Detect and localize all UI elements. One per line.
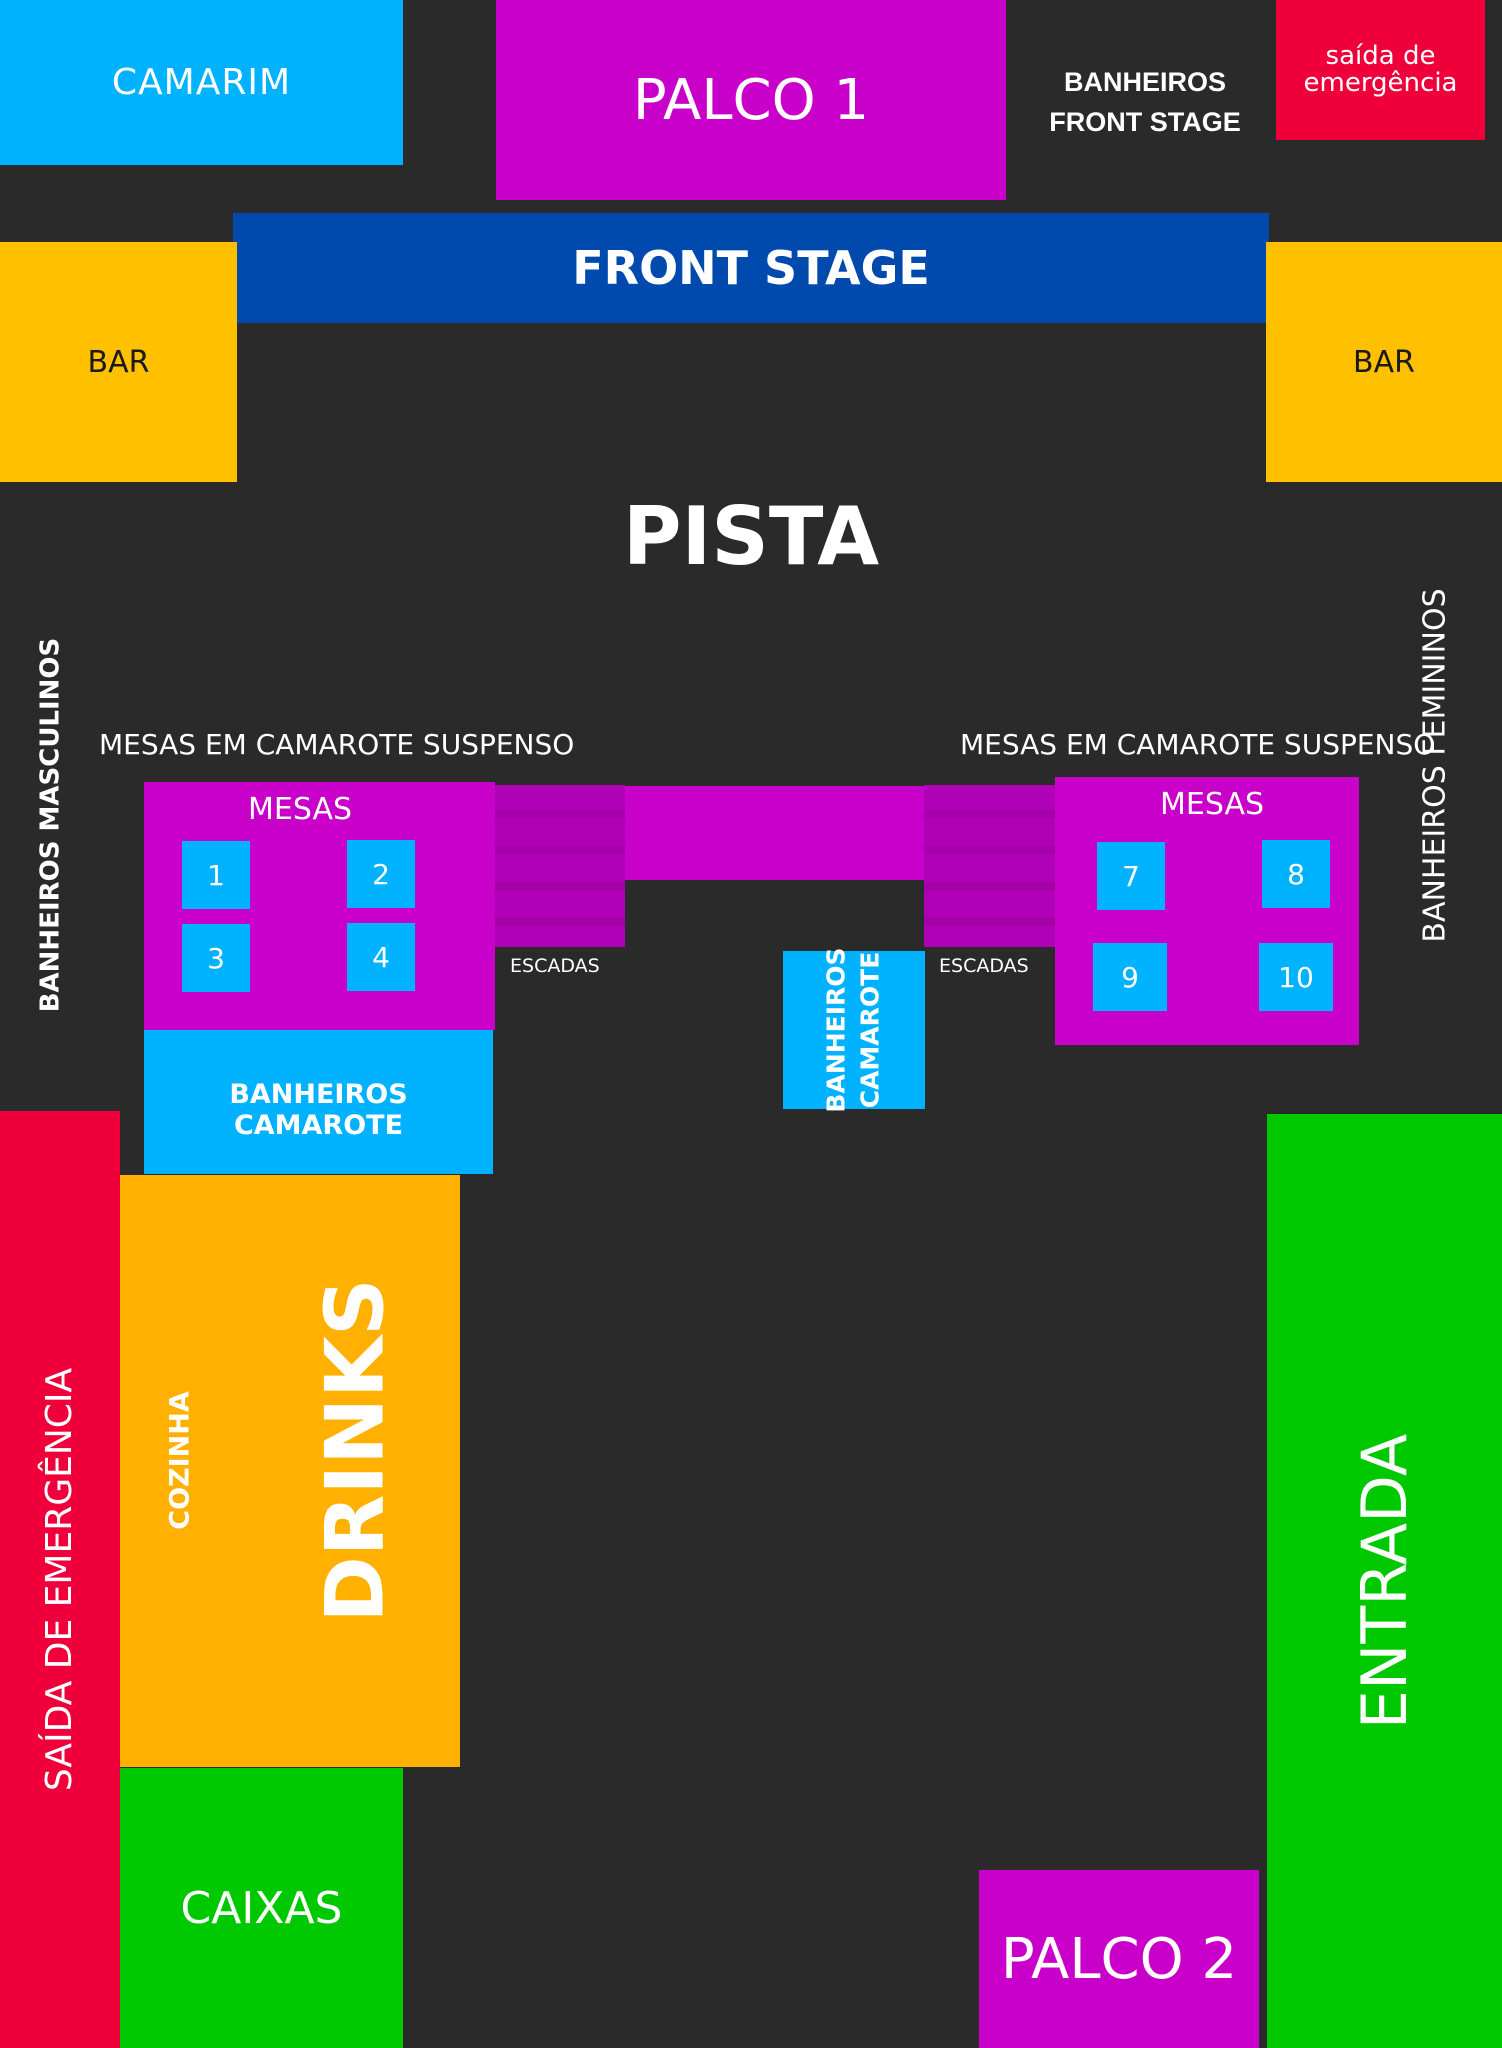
- mesa-8[interactable]: 8: [1262, 840, 1330, 908]
- bar-left-zone: BAR: [0, 242, 237, 482]
- palco2-zone: PALCO 2: [979, 1870, 1259, 2048]
- palco1-zone: PALCO 1: [496, 0, 1006, 200]
- banheiros-front-stage-label: BANHEIROS FRONT STAGE: [1040, 62, 1250, 142]
- escadas-left-label: ESCADAS: [510, 955, 600, 977]
- cozinha-text: COZINHA: [164, 1390, 196, 1530]
- mesa-1[interactable]: 1: [182, 841, 250, 909]
- drinks-zone: [120, 1175, 460, 1767]
- banheiros-center-line2: CAMAROTE: [856, 951, 886, 1109]
- banheiros-femininos-label: BANHEIROS FEMININOS: [1405, 578, 1465, 953]
- saida-emergencia-left-label: SAÍDA DE EMERGÊNCIA: [39, 1367, 81, 1792]
- stair-step: [495, 918, 625, 926]
- pista-label: PISTA: [622, 490, 880, 583]
- stair-step: [495, 882, 625, 890]
- banheiros-masculinos-label: BANHEIROS MASCULINOS: [20, 637, 80, 1013]
- stair-step: [924, 846, 1057, 854]
- camarote-caption-right: MESAS EM CAMAROTE SUSPENSO: [960, 728, 1436, 761]
- banheiros-front-stage-line2: FRONT STAGE: [1049, 107, 1241, 137]
- escadas-right-label: ESCADAS: [939, 955, 1029, 977]
- mesas-right-label: MESAS: [1160, 787, 1265, 822]
- banheiros-femininos-text: BANHEIROS FEMININOS: [1417, 588, 1453, 943]
- bar-right-zone: BAR: [1266, 242, 1502, 482]
- banheiros-masculinos-text: BANHEIROS MASCULINOS: [35, 637, 66, 1013]
- entrada-zone[interactable]: ENTRADA: [1267, 1114, 1502, 2048]
- stair-step: [924, 810, 1057, 818]
- front-stage-label: FRONT STAGE: [572, 241, 930, 295]
- banheiros-camarote-left-label: BANHEIROS CAMAROTE: [229, 1079, 408, 1141]
- saida-top-line2: emergência: [1303, 68, 1458, 98]
- caixas-label: CAIXAS: [180, 1882, 343, 1934]
- saida-top-line1: saída de: [1325, 41, 1436, 71]
- palco1-label: PALCO 1: [632, 67, 870, 133]
- camarote-bridge: [625, 786, 925, 880]
- camarim-label: CAMARIM: [111, 62, 292, 103]
- saida-emergencia-left-zone: SAÍDA DE EMERGÊNCIA: [0, 1111, 120, 2048]
- mesa-4[interactable]: 4: [347, 923, 415, 991]
- mesa-10[interactable]: 10: [1259, 943, 1333, 1011]
- banheiros-front-stage-line1: BANHEIROS: [1063, 67, 1226, 97]
- stair-step: [495, 810, 625, 818]
- palco2-label: PALCO 2: [1000, 1926, 1238, 1992]
- saida-emergencia-top-zone: saída de emergência: [1276, 0, 1485, 140]
- bar-left-label: BAR: [87, 344, 150, 380]
- stair-step: [495, 846, 625, 854]
- stair-step: [924, 918, 1057, 926]
- banheiros-center-line1: BANHEIROS: [822, 947, 852, 1113]
- camarim-zone: CAMARIM: [0, 0, 403, 165]
- bar-right-label: BAR: [1353, 344, 1415, 380]
- banheiros-camarote-left-zone: BANHEIROS CAMAROTE: [144, 1030, 493, 1174]
- drinks-label: DRINKS: [300, 1277, 410, 1623]
- mesa-2[interactable]: 2: [347, 840, 415, 908]
- mesa-7[interactable]: 7: [1097, 842, 1165, 910]
- mesa-3[interactable]: 3: [182, 924, 250, 992]
- cozinha-label: COZINHA: [150, 1360, 210, 1560]
- front-stage-zone: FRONT STAGE: [233, 213, 1269, 323]
- camarote-caption-left: MESAS EM CAMAROTE SUSPENSO: [99, 728, 575, 761]
- drinks-text: DRINKS: [308, 1277, 402, 1623]
- banheiros-camarote-center-zone: BANHEIROS CAMAROTE: [783, 947, 925, 1113]
- entrada-label: ENTRADA: [1348, 1433, 1421, 1729]
- stair-step: [924, 882, 1057, 890]
- mesas-left-label: MESAS: [248, 792, 353, 827]
- caixas-zone: CAIXAS: [120, 1768, 403, 2048]
- mesa-9[interactable]: 9: [1093, 943, 1167, 1011]
